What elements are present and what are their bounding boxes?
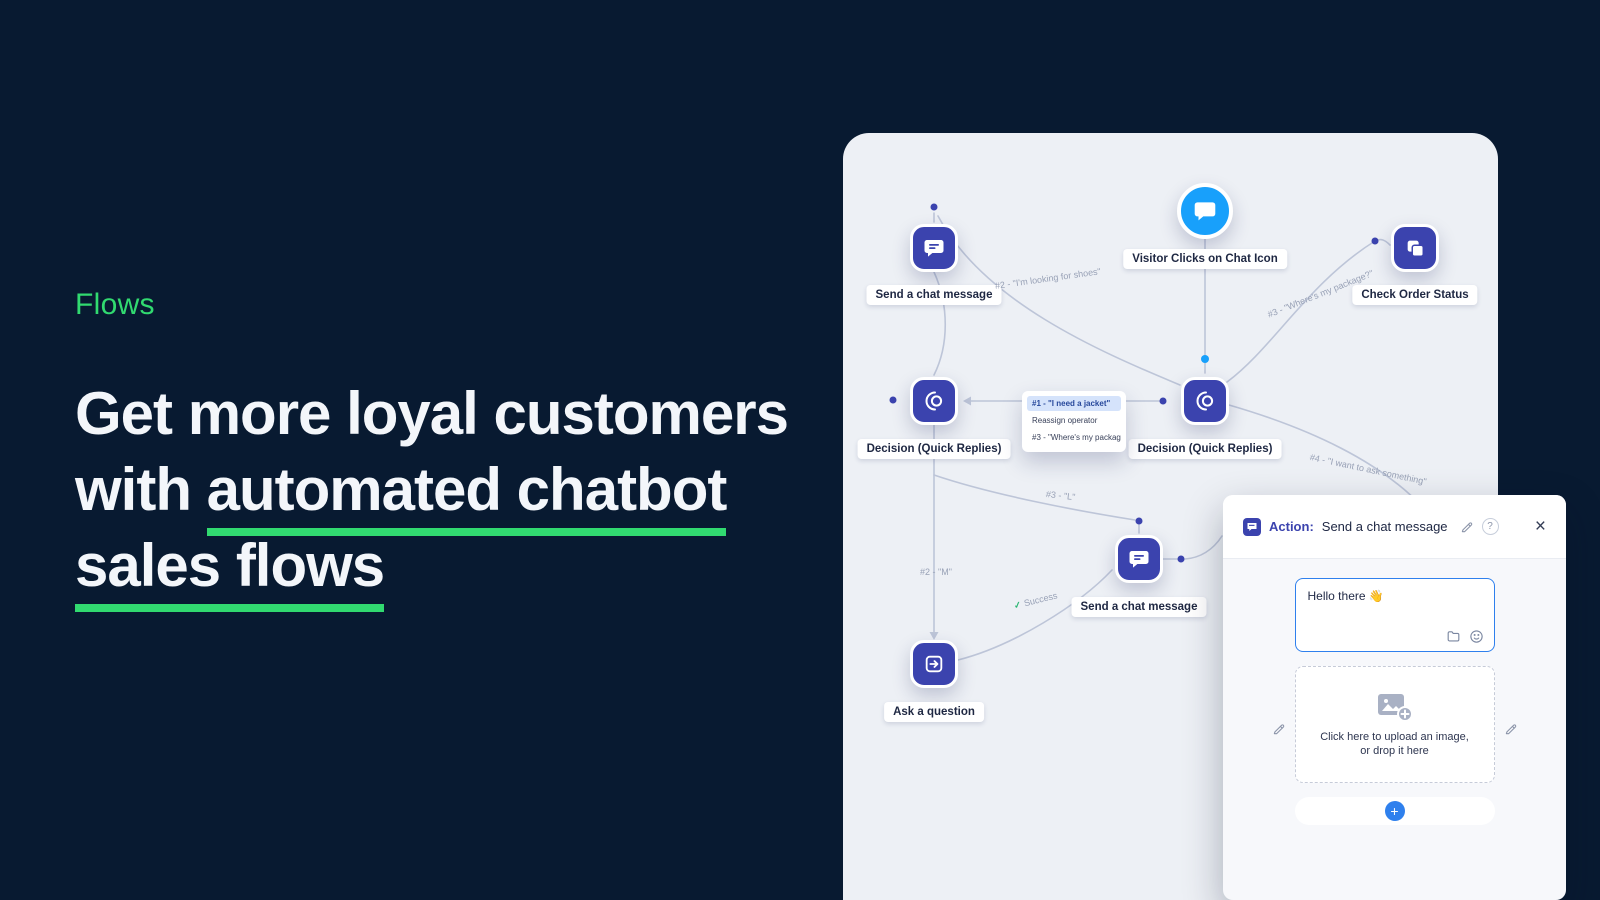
- upload-instructions: Click here to upload an image, or drop i…: [1320, 730, 1469, 758]
- node-ask-a-question[interactable]: [910, 640, 958, 688]
- node-label-ask-question: Ask a question: [884, 702, 984, 722]
- upload-section: Click here to upload an image, or drop i…: [1273, 666, 1516, 783]
- node-label-decision-right: Decision (Quick Replies): [1128, 439, 1282, 459]
- node-send-chat-message-top[interactable]: [910, 224, 958, 272]
- chat-bubble-icon: [1194, 202, 1216, 221]
- chat-message-icon: [924, 240, 944, 257]
- action-card-header: Action: Send a chat message ? ×: [1223, 495, 1566, 559]
- add-step-bar: +: [1294, 797, 1495, 825]
- quick-reply-option-1[interactable]: #1 - "I need a jacket": [1027, 396, 1121, 411]
- node-label-visitor-clicks: Visitor Clicks on Chat Icon: [1123, 249, 1287, 269]
- folder-icon[interactable]: [1446, 629, 1461, 644]
- node-check-order-status[interactable]: [1391, 224, 1439, 272]
- action-label: Action:: [1269, 519, 1314, 534]
- image-upload-icon: [1377, 693, 1413, 722]
- message-input[interactable]: Hello there 👋: [1294, 578, 1495, 652]
- decision-icon: [925, 391, 943, 411]
- action-title: Send a chat message: [1321, 519, 1448, 534]
- quick-replies-tooltip: #1 - "I need a jacket" Reassign operator…: [1022, 391, 1126, 452]
- node-label-decision-left: Decision (Quick Replies): [857, 439, 1011, 459]
- action-settings-card: Action: Send a chat message ? × Hello th…: [1223, 495, 1566, 900]
- hero-title: Get more loyal customers with automated …: [75, 376, 815, 612]
- quick-reply-option-2[interactable]: Reassign operator: [1032, 416, 1098, 425]
- emoji-icon[interactable]: [1469, 629, 1484, 644]
- node-label-check-order: Check Order Status: [1352, 285, 1478, 305]
- hero-title-line2-prefix: with: [75, 456, 207, 523]
- message-toolbar: [1446, 629, 1484, 644]
- hero-title-line2-underlined: automated chatbot: [206, 456, 727, 536]
- node-decision-left[interactable]: [910, 377, 958, 425]
- flows-eyebrow: Flows: [75, 288, 155, 321]
- edge-label-m: #2 - "M": [920, 567, 952, 577]
- message-text: Hello there 👋: [1307, 589, 1384, 603]
- copy-pages-icon: [1407, 240, 1424, 257]
- edit-pencil-icon[interactable]: [1460, 520, 1474, 534]
- image-upload-dropzone[interactable]: Click here to upload an image, or drop i…: [1294, 666, 1495, 783]
- hero-section: Flows Get more loyal customers with auto…: [75, 288, 815, 612]
- decision-icon: [1196, 391, 1214, 411]
- hero-title-line2: with automated chatbot: [75, 452, 815, 536]
- node-label-send-chat-top: Send a chat message: [866, 285, 1002, 305]
- hero-title-line1: Get more loyal customers: [75, 380, 789, 447]
- node-send-chat-message-mid[interactable]: [1115, 535, 1163, 583]
- edit-pencil-icon[interactable]: [1272, 722, 1286, 736]
- exit-arrow-icon: [925, 655, 943, 673]
- node-decision-right[interactable]: [1181, 377, 1229, 425]
- chat-message-icon: [1129, 551, 1149, 568]
- hero-title-line3: sales flows: [75, 528, 815, 612]
- add-button[interactable]: +: [1384, 801, 1405, 821]
- node-visitor-clicks-chat[interactable]: [1177, 183, 1233, 239]
- upload-line1: Click here to upload an image,: [1320, 730, 1469, 743]
- edit-pencil-icon[interactable]: [1504, 722, 1518, 736]
- close-icon[interactable]: ×: [1534, 516, 1546, 537]
- chat-message-icon: [1243, 517, 1261, 536]
- success-check-icon: ✓: [1012, 599, 1023, 611]
- help-button[interactable]: ?: [1481, 518, 1499, 535]
- hero-title-line3-underlined: sales flows: [75, 532, 385, 612]
- node-label-send-chat-mid: Send a chat message: [1071, 597, 1207, 617]
- quick-reply-option-3[interactable]: #3 - "Where's my package?": [1032, 433, 1121, 442]
- upload-line2: or drop it here: [1360, 744, 1429, 757]
- flow-edges: [889, 203, 1462, 661]
- action-card-body: Hello there 👋: [1223, 559, 1566, 825]
